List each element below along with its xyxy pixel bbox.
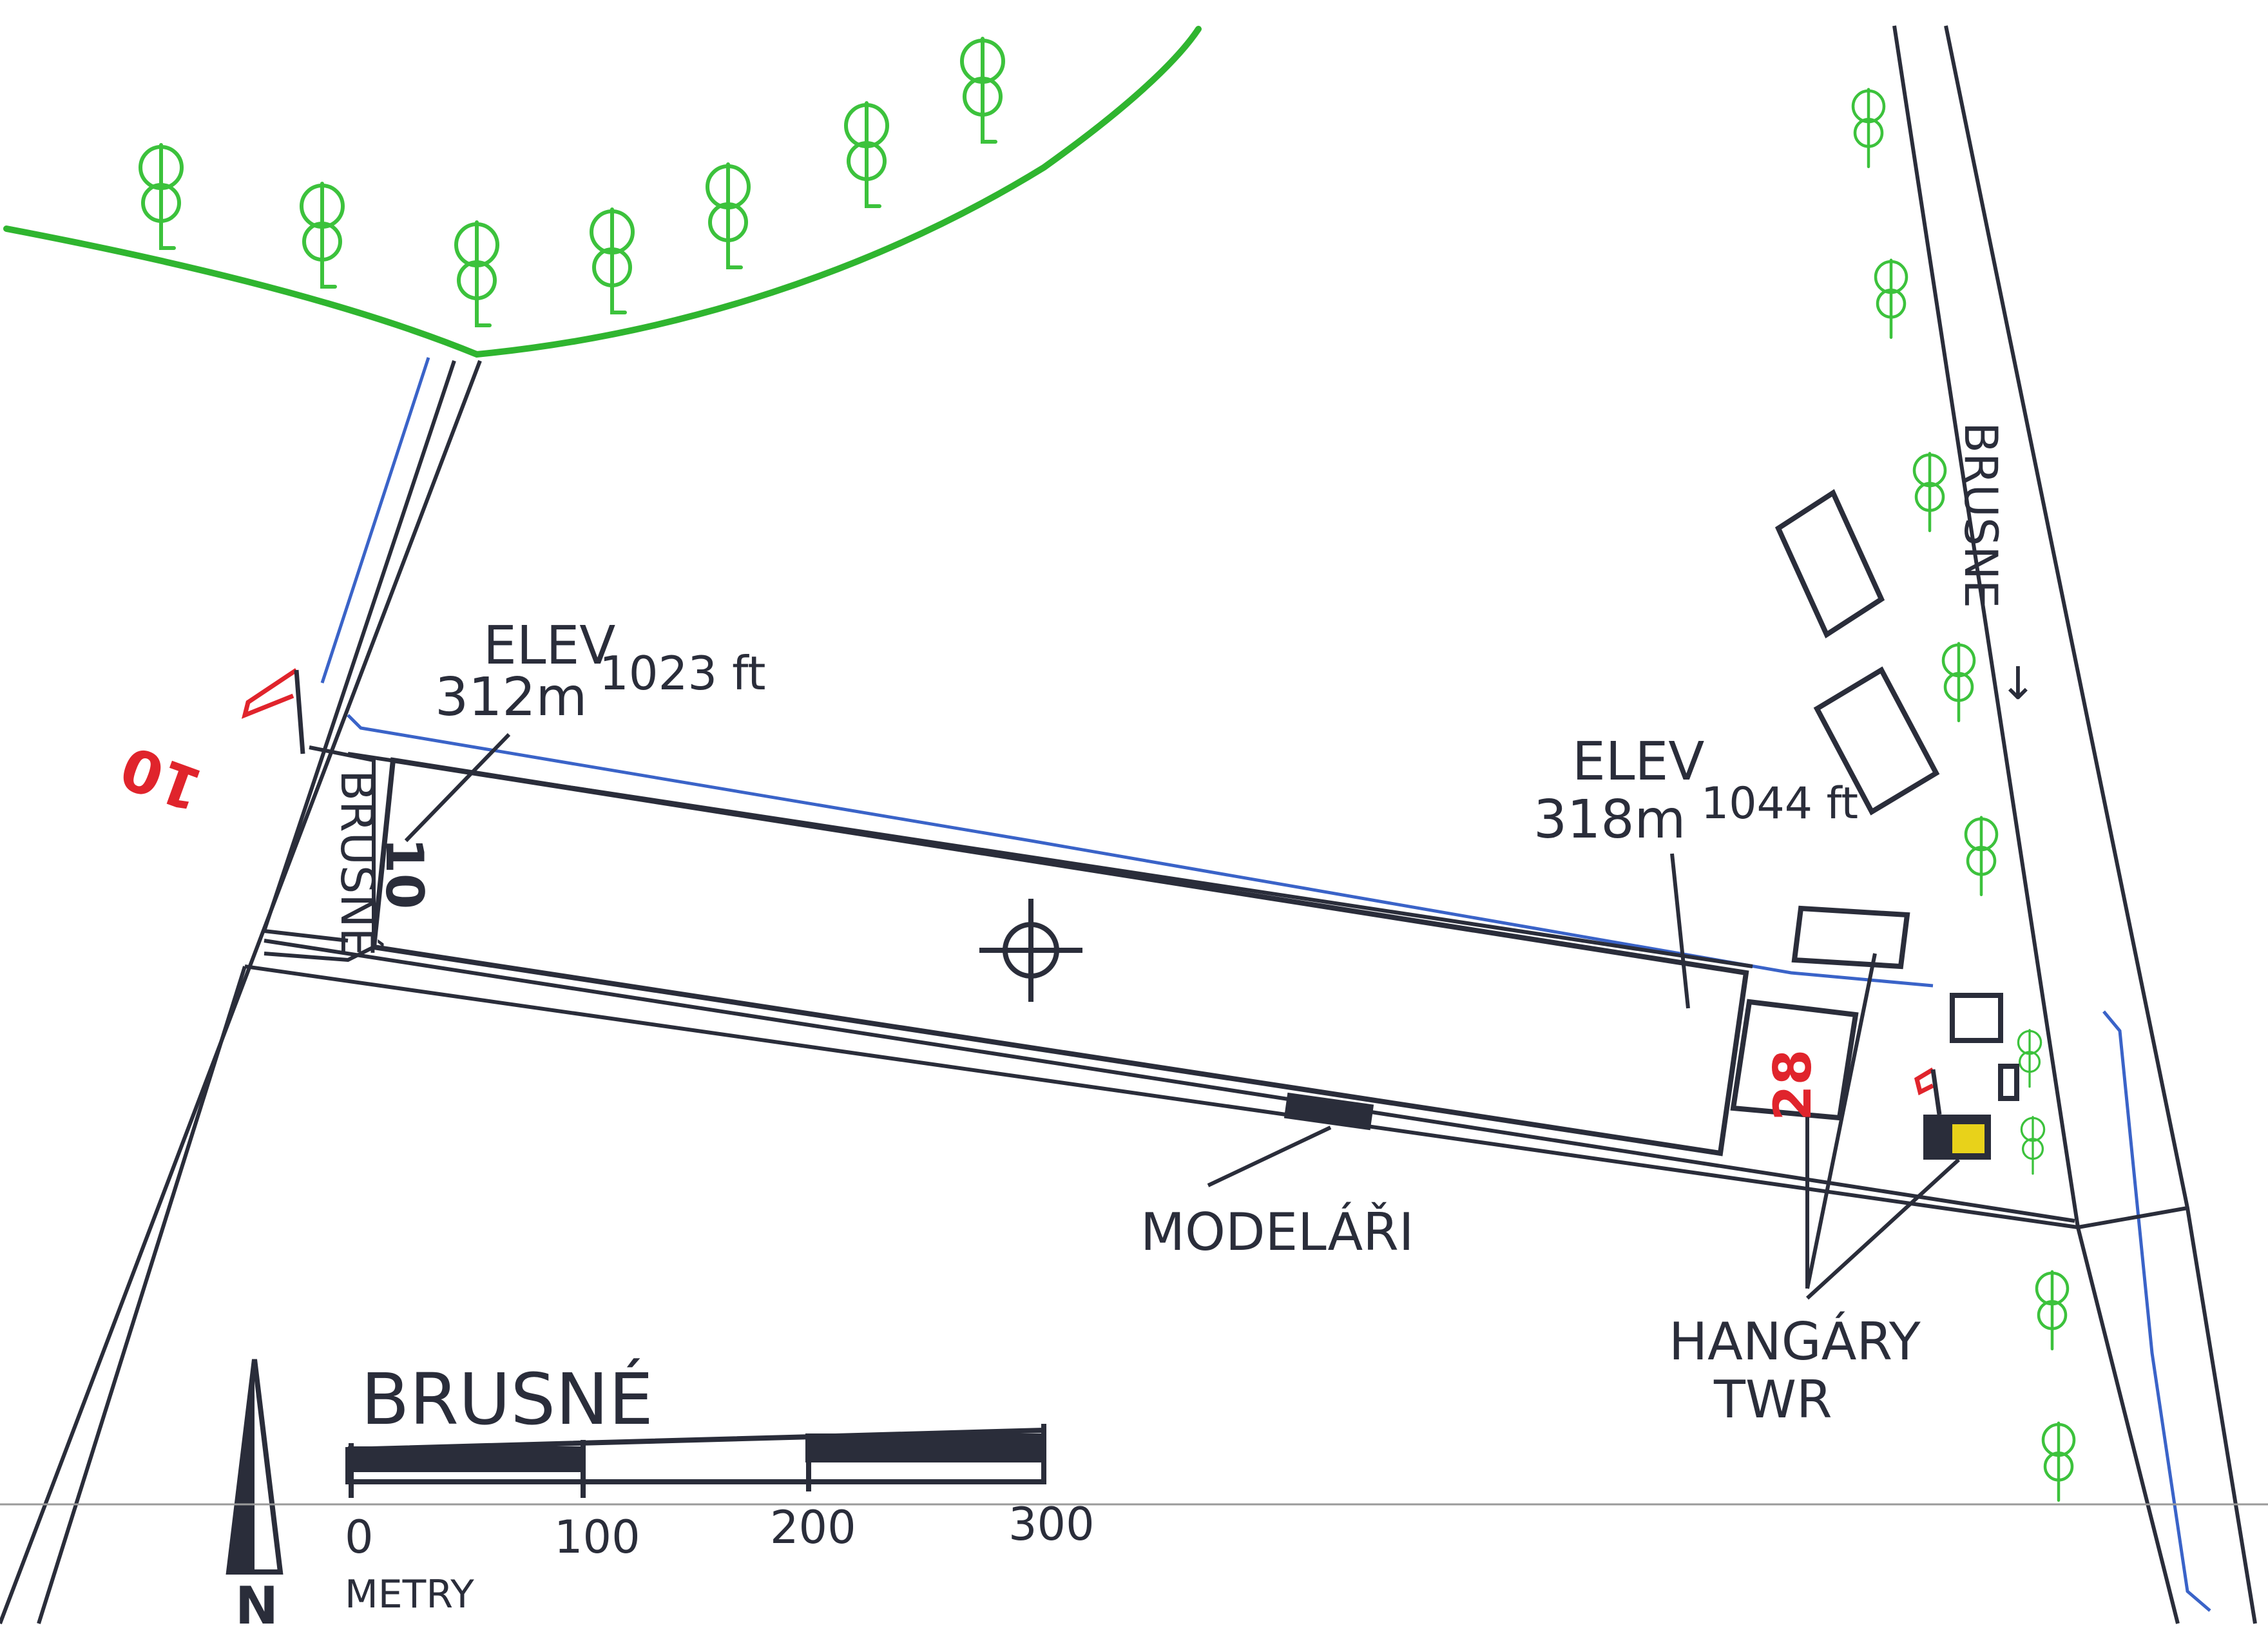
hangars-label: HANGÁRY — [1669, 1311, 1921, 1372]
modelari-label: MODELÁŘI — [1140, 1202, 1414, 1262]
runway — [264, 745, 1753, 1156]
runway-designator-east: 28 — [1763, 1050, 1823, 1121]
forest-trees — [139, 37, 1005, 327]
labels: ELEV 312m 1023 ft ELEV 318m 1044 ft 10 2… — [112, 422, 2046, 1441]
tree-icon — [1964, 816, 1999, 896]
road-label-east: BRUSNE — [1954, 422, 2007, 608]
hangar-1 — [1774, 489, 1885, 638]
tree-icon — [1912, 452, 1947, 532]
hangar-2 — [1813, 666, 1940, 816]
east-elev-meters: 318m — [1533, 789, 1686, 850]
forest-edge — [3, 26, 1202, 358]
windsock-icon — [241, 668, 1942, 1115]
road-connector — [244, 929, 2188, 1229]
scale-tick-200: 200 — [770, 1501, 856, 1554]
tree-icon — [2017, 1029, 2042, 1088]
leader-lines — [404, 733, 1961, 1300]
tree-icon — [139, 143, 184, 250]
tower-icon — [1923, 1115, 1991, 1160]
scale-tick-100: 100 — [554, 1511, 640, 1564]
west-elev-label: ELEV — [483, 615, 615, 676]
tree-icon — [454, 220, 499, 327]
tree-icon — [300, 182, 345, 289]
west-elev-feet: 1023 ft — [599, 646, 765, 700]
model-club-area — [1283, 1092, 1374, 1131]
tree-icon — [590, 207, 635, 314]
road-label-east-arrow: → — [1993, 664, 2046, 702]
tree-icon — [1941, 642, 1976, 722]
east-elev-feet: 1044 ft — [1701, 778, 1858, 829]
tree-icon — [1874, 258, 1908, 339]
buildings — [1730, 489, 2019, 1121]
tree-icon — [2020, 1116, 2046, 1175]
tree-icon — [1851, 88, 1886, 168]
tree-icon — [706, 162, 751, 269]
north-label: N — [235, 1576, 278, 1636]
reference-point-icon — [979, 899, 1082, 1002]
east-elev-label: ELEV — [1572, 731, 1704, 792]
scale-tick-0: 0 — [345, 1511, 374, 1564]
hangar-3 — [1791, 905, 1910, 970]
hangar-4 — [1950, 993, 2003, 1043]
tree-icon — [2041, 1421, 2076, 1502]
windsock-designator-west: 10 — [112, 732, 211, 823]
roadside-trees — [1851, 88, 2076, 1502]
map-title: BRUSNÉ — [361, 1357, 653, 1441]
tree-icon — [960, 37, 1005, 144]
water-lines — [320, 357, 2211, 1612]
tree-icon — [844, 101, 889, 208]
road-east — [1892, 25, 2257, 1624]
road-label-west: BRUSNÉ — [331, 770, 383, 956]
apron-28 — [1730, 999, 1859, 1121]
runway-designator-west: 10 — [374, 838, 434, 909]
tower-label: TWR — [1713, 1370, 1832, 1430]
scale-bar: 0 100 200 300 METRY — [345, 1424, 1095, 1617]
north-arrow-icon: N — [226, 1359, 284, 1636]
scale-unit: METRY — [345, 1572, 474, 1617]
hangar-5 — [1998, 1064, 2019, 1101]
tree-icon — [2035, 1270, 2070, 1350]
road-west — [0, 359, 482, 1625]
west-elev-meters: 312m — [435, 667, 587, 728]
scale-tick-300: 300 — [1008, 1498, 1095, 1551]
